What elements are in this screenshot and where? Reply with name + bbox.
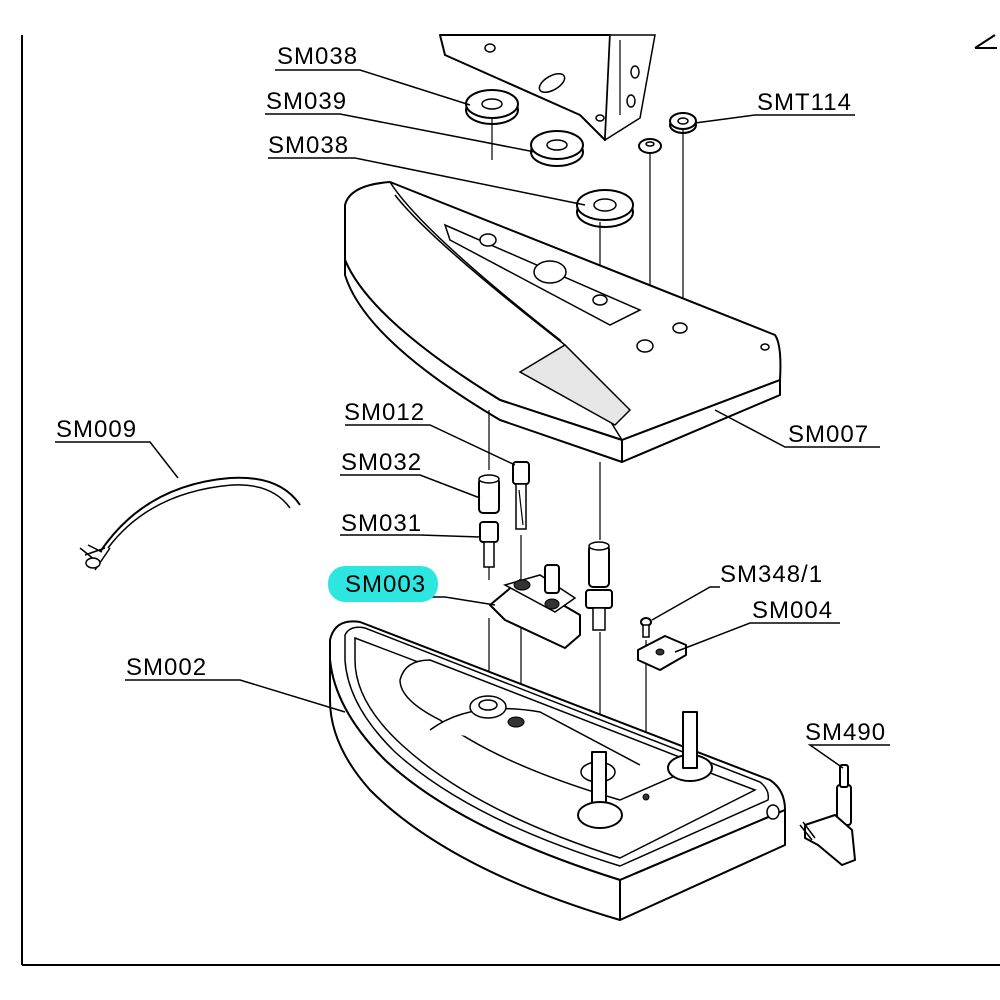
- label-smt114: SMT114: [757, 89, 852, 116]
- soleplate-sm002: [329, 620, 786, 921]
- diagram-frame: [21, 34, 1000, 966]
- label-sm038-mid: SM038: [268, 132, 349, 159]
- wire-sm009: [79, 476, 301, 571]
- label-sm003: SM003: [345, 571, 426, 598]
- leader-lines: [55, 69, 890, 769]
- washer-sm039: [530, 130, 584, 167]
- screw-sm348: [640, 617, 652, 638]
- washer-smt114: [669, 112, 697, 134]
- label-sm007: SM007: [788, 421, 869, 448]
- pin-sm031: [479, 521, 499, 580]
- part-labels: SM038 SM039 SM038 SMT114 SM007 SM009 SM0…: [56, 43, 886, 746]
- label-sm348: SM348/1: [720, 561, 823, 588]
- label-sm039: SM039: [266, 88, 347, 115]
- label-sm002: SM002: [126, 654, 207, 681]
- label-sm012: SM012: [344, 399, 425, 426]
- label-sm004: SM004: [752, 597, 833, 624]
- spacer-sm032: [478, 474, 500, 514]
- label-sm490: SM490: [805, 719, 886, 746]
- screw-sm012: [512, 461, 530, 530]
- bracket-sm004: [637, 635, 687, 671]
- cover-sm007: [344, 181, 782, 463]
- sm003-highlight: [328, 566, 438, 602]
- label-sm009: SM009: [56, 416, 137, 443]
- pin-right: [585, 541, 613, 631]
- connector-sm490: [799, 764, 856, 866]
- label-sm032: SM032: [341, 449, 422, 476]
- thermostat-sm003: [489, 564, 581, 649]
- washer-sm038-mid: [576, 189, 634, 228]
- washer-small-left: [638, 138, 662, 154]
- label-sm038-top: SM038: [277, 43, 358, 70]
- label-sm031: SM031: [341, 510, 422, 537]
- top-bracket: [439, 34, 656, 142]
